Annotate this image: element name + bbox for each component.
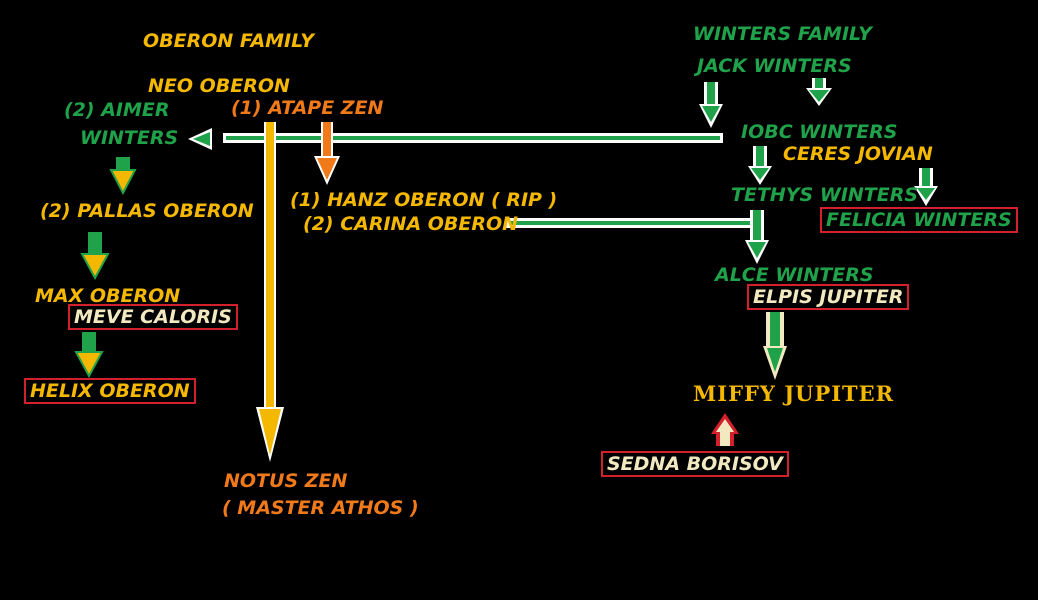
max-oberon: MAX OBERON [35,285,181,307]
arrow-pallas-to-max [80,232,110,281]
iobc-winters: IOBC WINTERS [741,121,898,143]
aimer-winters-line1: (2) AIMER [64,99,170,121]
atape-zen: (1) ATAPE ZEN [231,97,384,119]
oberon-family-title: OBERON FAMILY [143,30,315,52]
hanz-oberon: (1) HANZ OBERON ( RIP ) [290,189,558,211]
helix-oberon: HELIX OBERON [24,378,196,404]
notus-zen-line1: NOTUS ZEN [224,470,348,492]
arrow-ceres-to-felicia [914,168,938,206]
sedna-borisov: SEDNA BORISOV [601,451,789,477]
arrow-tethys-to-alce [745,210,769,264]
neo-oberon: NEO OBERON [148,75,290,97]
arrow-jack-to-iobc [699,82,723,128]
arrow-alce-to-miffy [763,312,787,380]
pallas-oberon: (2) PALLAS OBERON [40,200,254,222]
miffy-jupiter: MIFFY JUPITER [693,381,895,406]
notus-zen-line2: ( MASTER ATHOS ) [222,497,419,519]
elpis-jupiter: ELPIS JUPITER [747,284,910,310]
arrow-atape-to-hanz [314,122,340,185]
arrow-atape-to-notus [256,122,284,462]
winters-family-title: WINTERS FAMILY [693,23,872,45]
arrow-jack-to-ceres [806,78,832,106]
arrow-max-to-helix [74,332,104,379]
meve-caloris: MEVE CALORIS [68,304,238,330]
alce-winters: ALCE WINTERS [715,264,874,286]
jack-winters: JACK WINTERS [697,55,852,77]
carina-oberon: (2) CARINA OBERON [303,213,519,235]
arrow-sedna-to-miffy [711,413,739,446]
tethys-winters: TETHYS WINTERS [731,184,919,206]
felicia-winters: FELICIA WINTERS [820,207,1018,233]
ceres-jovian: CERES JOVIAN [783,143,933,165]
arrow-aimer-to-pallas [109,157,137,196]
aimer-winters-line2: WINTERS [80,127,179,149]
arrow-iobc-to-tethys [748,146,772,185]
